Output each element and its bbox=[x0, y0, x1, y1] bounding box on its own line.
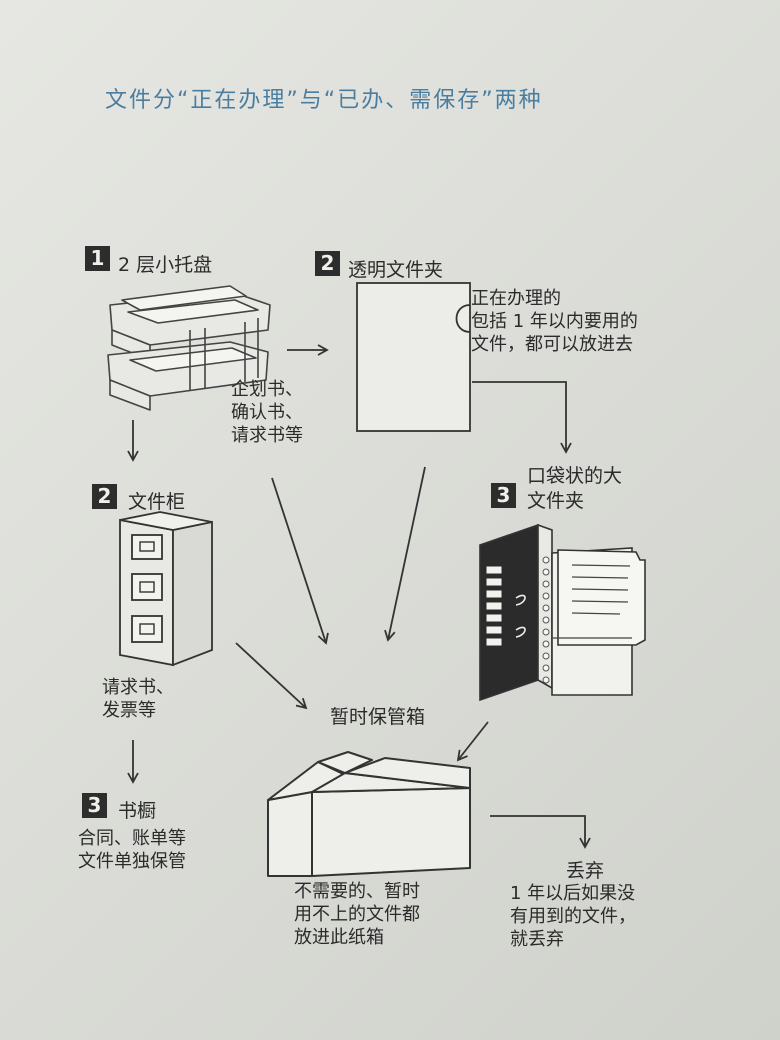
page-title: 文件分“正在办理”与“已办、需保存”两种 bbox=[105, 88, 543, 113]
discard-description: 1 年以后如果没 有用到的文件， 就丢弃 bbox=[510, 882, 636, 951]
box-label: 暂时保管箱 bbox=[330, 706, 426, 728]
text-line: 正在办理的 bbox=[471, 288, 561, 309]
arrow-tray-to-box bbox=[271, 477, 329, 645]
arrow-folder-to-box bbox=[384, 466, 426, 642]
text-line: 口袋状的大 bbox=[527, 465, 623, 487]
text-line: 放进此纸箱 bbox=[294, 927, 384, 948]
text-line: 文件单独保管 bbox=[78, 851, 186, 872]
cabinet-label: 文件柜 bbox=[128, 491, 186, 513]
text-line: 请求书等 bbox=[231, 425, 303, 446]
text-line: 请求书、 bbox=[102, 677, 174, 698]
arrow-cabinet-to-box bbox=[235, 642, 308, 710]
text-line: 企划书、 bbox=[231, 379, 303, 400]
clear-folder-label: 透明文件夹 bbox=[348, 259, 444, 281]
arrow-box-to-discard bbox=[490, 815, 591, 849]
clear-folder-illustration bbox=[356, 282, 471, 432]
cardboard-box-illustration bbox=[267, 751, 471, 877]
bookshelf-description: 合同、账单等 文件单独保管 bbox=[78, 827, 186, 873]
pocket-folder-label: 口袋状的大 文件夹 bbox=[527, 464, 622, 514]
step-number-badge: 1 bbox=[85, 246, 110, 271]
text-line: 文件，都可以放进去 bbox=[471, 334, 633, 355]
text-line: 用不上的文件都 bbox=[294, 904, 420, 925]
step-number-badge: 3 bbox=[82, 793, 107, 818]
text-line: 1 年以后如果没 bbox=[510, 883, 636, 904]
text-line: 有用到的文件， bbox=[510, 906, 636, 927]
text-line: 确认书、 bbox=[231, 402, 303, 423]
pocket-binder-illustration bbox=[479, 523, 646, 702]
text-line: 包括 1 年以内要用的 bbox=[471, 311, 638, 332]
text-line: 文件夹 bbox=[527, 490, 585, 512]
step-number-badge: 3 bbox=[491, 483, 516, 508]
text-line: 不需要的、暂时 bbox=[294, 881, 420, 902]
box-description: 不需要的、暂时 用不上的文件都 放进此纸箱 bbox=[294, 880, 420, 949]
tray-illustration bbox=[107, 285, 271, 411]
text-line: 发票等 bbox=[102, 700, 156, 721]
arrow-folder-to-binder bbox=[472, 381, 572, 454]
file-cabinet-illustration bbox=[119, 511, 213, 667]
arrow-binder-to-box bbox=[456, 721, 489, 762]
step-number-badge: 2 bbox=[92, 484, 117, 509]
tray-label: 2 层小托盘 bbox=[118, 254, 213, 276]
cabinet-description: 请求书、 发票等 bbox=[102, 676, 174, 722]
text-line: 就丢弃 bbox=[510, 929, 564, 950]
tray-description: 企划书、 确认书、 请求书等 bbox=[231, 378, 303, 447]
discard-label: 丢弃 bbox=[566, 860, 605, 882]
text-line: 合同、账单等 bbox=[78, 828, 186, 849]
bookshelf-label: 书橱 bbox=[118, 800, 157, 822]
clear-folder-description: 正在办理的 包括 1 年以内要用的 文件，都可以放进去 bbox=[471, 287, 638, 356]
step-number-badge: 2 bbox=[315, 251, 340, 276]
